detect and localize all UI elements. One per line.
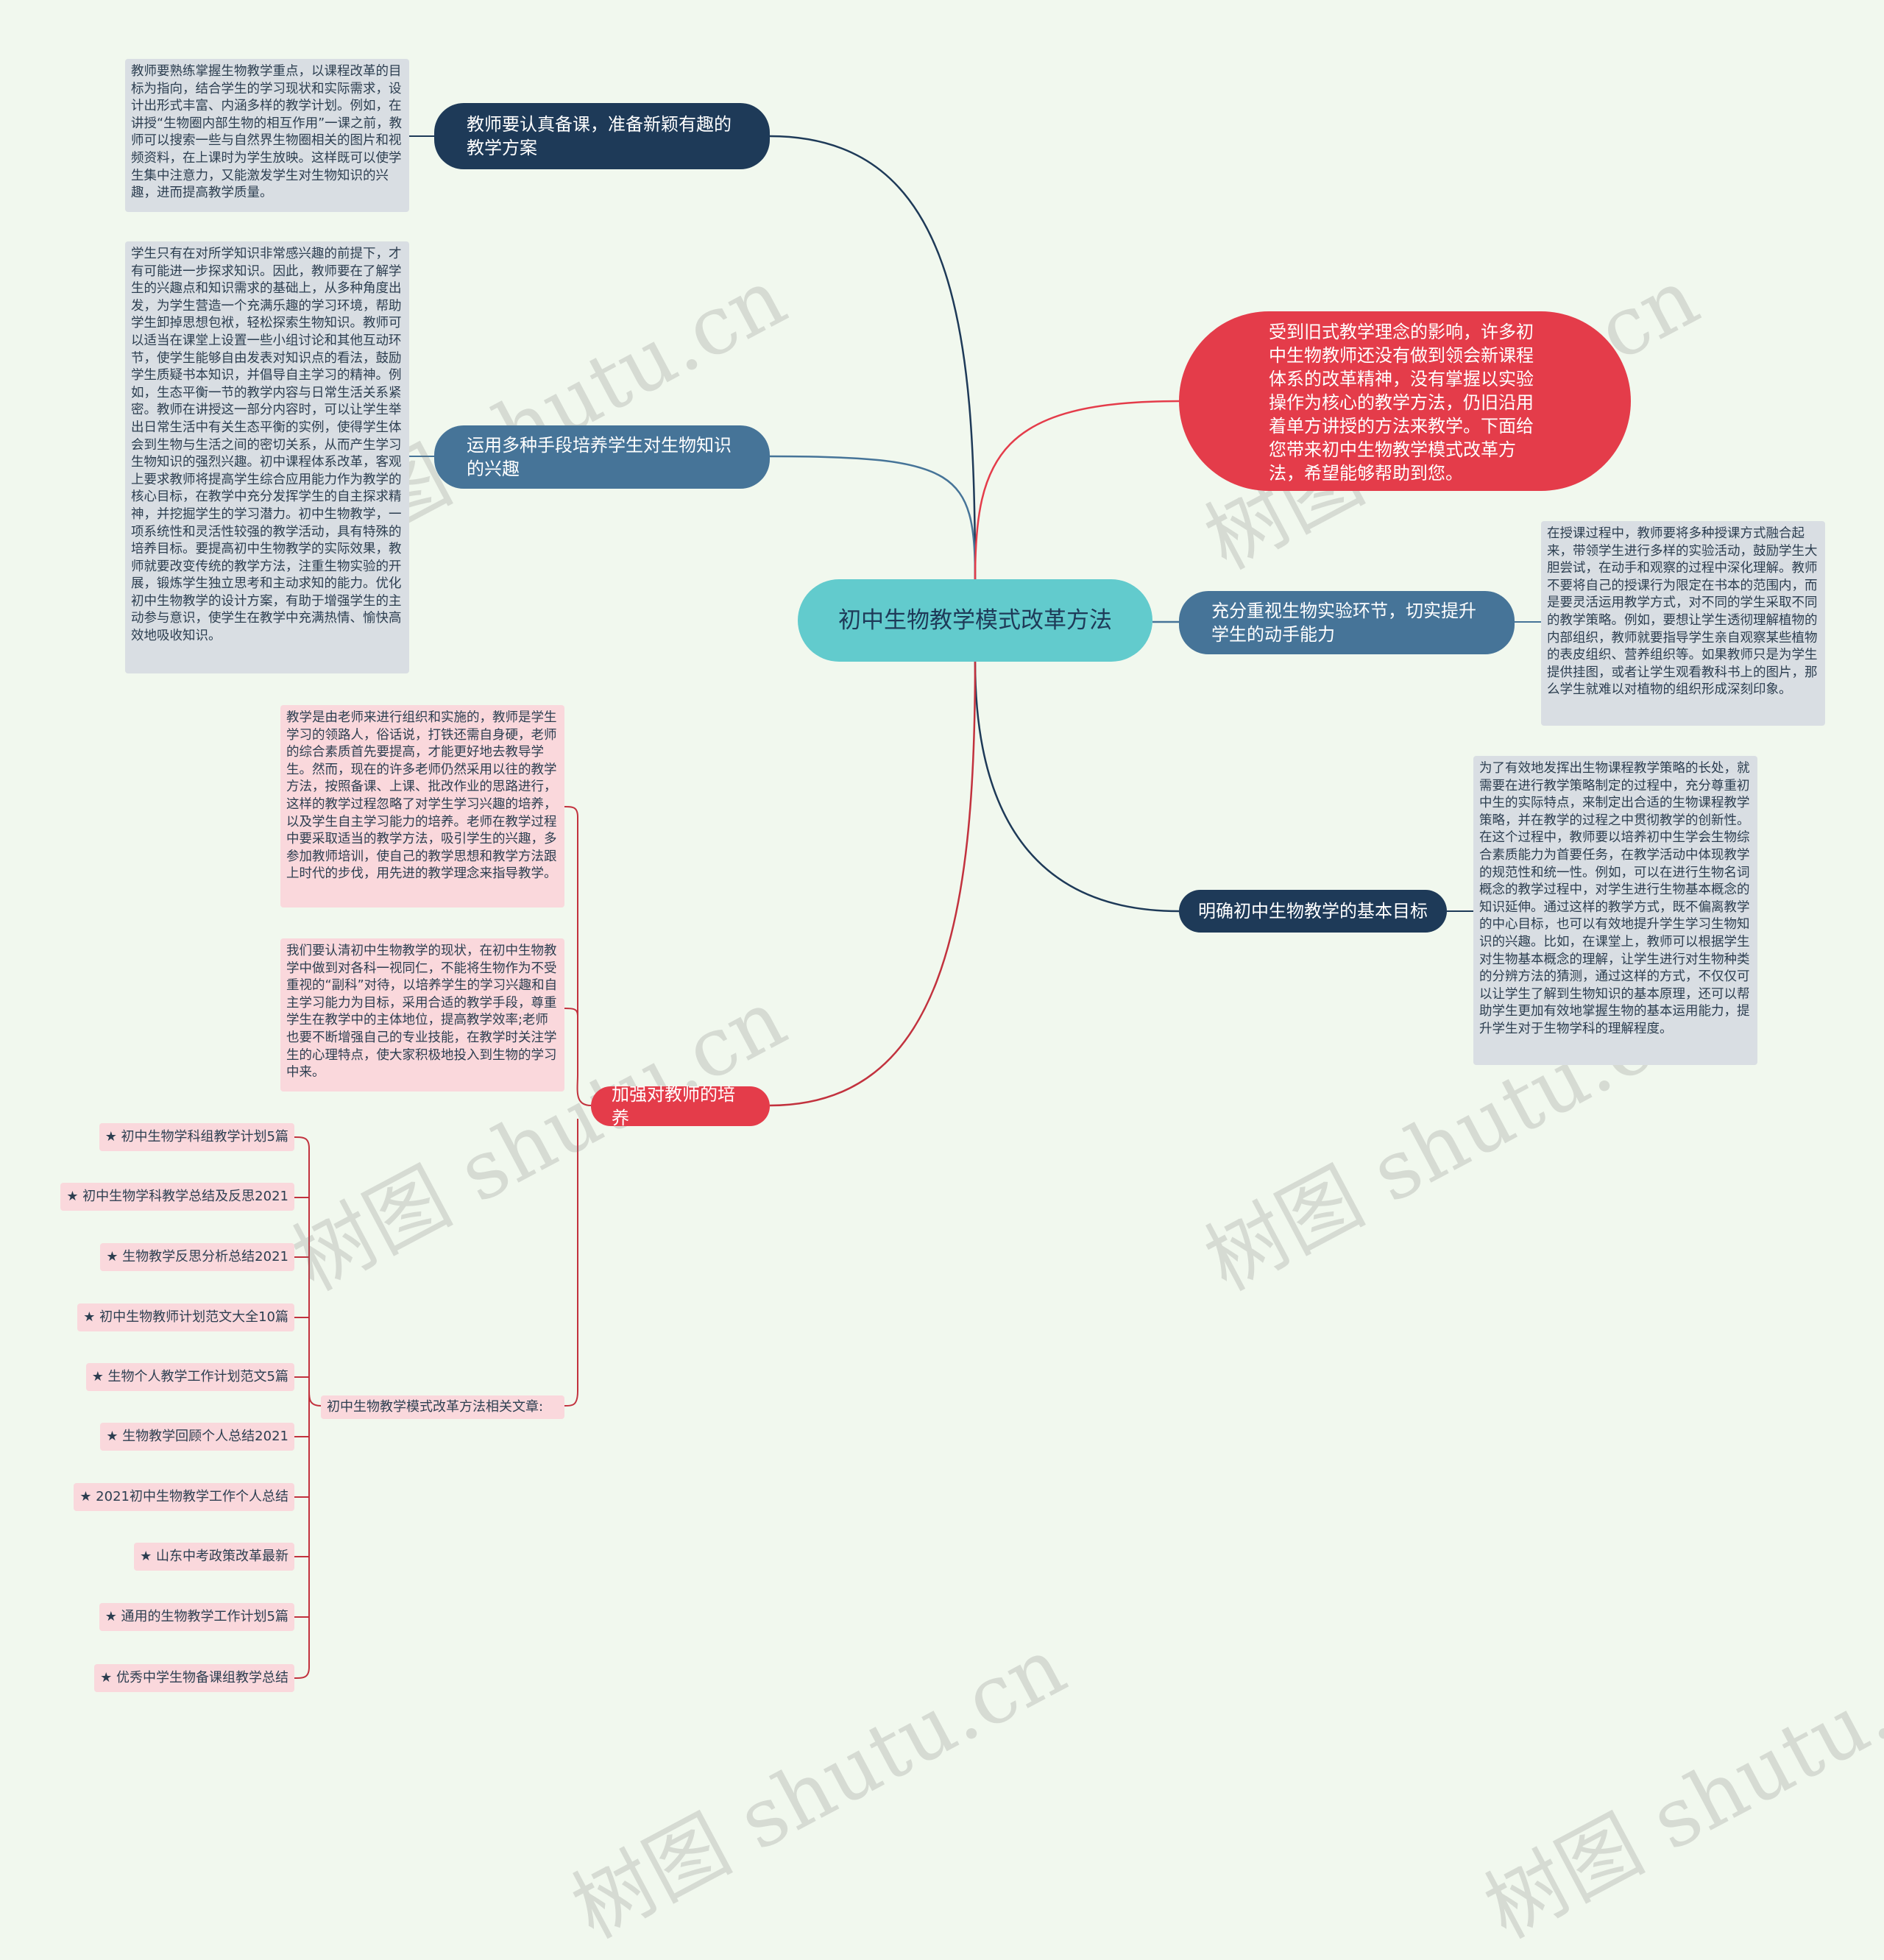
related-article-link[interactable]: ★ 生物教学反思分析总结2021 xyxy=(100,1243,294,1271)
related-article-link[interactable]: ★ 生物个人教学工作计划范文5篇 xyxy=(85,1363,294,1391)
related-article-link[interactable]: ★ 初中生物教师计划范文大全10篇 xyxy=(77,1303,294,1331)
connector-lines xyxy=(294,135,1541,1679)
branch-teaching-goals-detail: 为了有效地发挥出生物课程教学策略的长处，就需要在进行教学策略制定的过程中，充分尊… xyxy=(1473,756,1757,1065)
branch-interest-building-detail: 学生只有在对所学知识非常感兴趣的前提下，才有可能进一步探求知识。因此，教师要在了… xyxy=(125,241,409,673)
branch-lesson-preparation[interactable]: 教师要认真备课，准备新颖有趣的教学方案 xyxy=(434,103,770,169)
branch-lesson-preparation-detail: 教师要熟练掌握生物教学重点，以课程改革的目标为指向，结合学生的学习现状和实际需求… xyxy=(125,59,409,212)
teacher-training-detail-1: 教学是由老师来进行组织和实施的，教师是学生学习的领路人，俗话说，打铁还需自身硬，… xyxy=(280,705,564,908)
related-articles-label: 初中生物教学模式改革方法相关文章: xyxy=(321,1395,564,1419)
link-b4 xyxy=(974,661,1180,913)
related-article-link[interactable]: ★ 通用的生物教学工作计划5篇 xyxy=(99,1603,294,1631)
branch-teacher-training[interactable]: 加强对教师的培养 xyxy=(591,1084,770,1128)
link-b2 xyxy=(769,455,977,580)
link-b5 xyxy=(769,661,977,1107)
branch-experiment-practice-detail: 在授课过程中，教师要将多种授课方式融合起来，带领学生进行多样的实验活动，鼓励学生… xyxy=(1541,521,1825,726)
related-article-link[interactable]: ★ 初中生物学科组教学计划5篇 xyxy=(99,1123,294,1151)
related-article-link[interactable]: ★ 初中生物学科教学总结及反思2021 xyxy=(60,1183,294,1211)
related-article-link[interactable]: ★ 2021初中生物教学工作个人总结 xyxy=(74,1483,294,1511)
intro-node[interactable]: 受到旧式教学理念的影响，许多初中生物教师还没有做到领会新课程体系的改革精神，没有… xyxy=(1179,311,1631,491)
related-article-link[interactable]: ★ 山东中考政策改革最新 xyxy=(134,1543,294,1571)
link-b1 xyxy=(769,135,977,580)
link-intro xyxy=(974,400,1180,580)
branch-interest-building[interactable]: 运用多种手段培养学生对生物知识的兴趣 xyxy=(434,425,770,489)
branch-teaching-goals[interactable]: 明确初中生物教学的基本目标 xyxy=(1179,890,1447,933)
related-article-link[interactable]: ★ 优秀中学生物备课组教学总结 xyxy=(94,1664,294,1692)
central-topic[interactable]: 初中生物教学模式改革方法 xyxy=(798,579,1152,662)
branch-experiment-practice[interactable]: 充分重视生物实验环节，切实提升学生的动手能力 xyxy=(1179,591,1515,654)
teacher-training-detail-2: 我们要认清初中生物教学的现状，在初中生物教学中做到对各科一视同仁，不能将生物作为… xyxy=(280,938,564,1092)
related-article-link[interactable]: ★ 生物教学回顾个人总结2021 xyxy=(100,1423,294,1451)
